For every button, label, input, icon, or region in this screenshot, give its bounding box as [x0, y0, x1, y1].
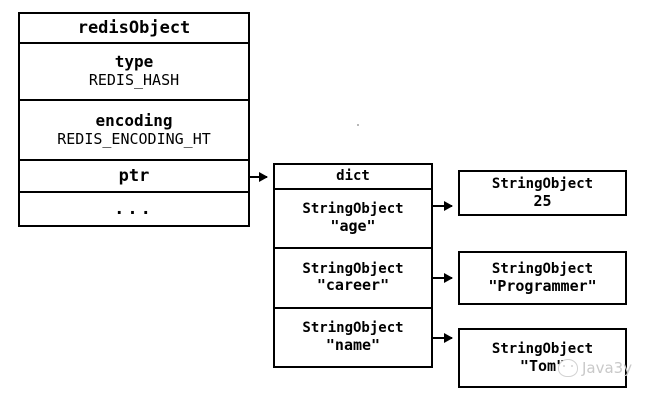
dict-title: dict	[273, 163, 433, 190]
redis-object-field-encoding: encoding REDIS_ENCODING_HT	[18, 101, 250, 161]
dict-entry-name: StringObject "name"	[273, 309, 433, 368]
arrow-name-to-value	[433, 333, 453, 343]
dict-entry-career-type: StringObject	[302, 260, 404, 277]
value-box-career: StringObject "Programmer"	[458, 251, 627, 305]
value-career-value: "Programmer"	[488, 277, 597, 296]
value-name-type: StringObject	[491, 340, 594, 357]
field-ellipsis-label: ...	[114, 198, 154, 219]
value-name-value: "Tom"	[519, 357, 566, 376]
dict-entry-age-type: StringObject	[302, 201, 404, 218]
dict-entry-name-type: StringObject	[302, 320, 404, 337]
dict-entry-age: StringObject "age"	[273, 190, 433, 249]
image-speck	[357, 124, 359, 126]
arrow-ptr-to-dict	[250, 172, 268, 182]
field-encoding-name: encoding	[95, 110, 173, 130]
dict-entry-career-key: "career"	[316, 276, 390, 295]
field-ptr-name: ptr	[118, 165, 150, 186]
field-encoding-value: REDIS_ENCODING_HT	[57, 129, 211, 148]
dict-title-label: dict	[336, 168, 370, 185]
arrow-age-to-value	[433, 201, 453, 211]
value-career-type: StringObject	[491, 260, 594, 277]
value-box-name: StringObject "Tom"	[458, 328, 627, 388]
field-type-value: REDIS_HASH	[88, 71, 180, 90]
redis-object-title-label: redisObject	[77, 17, 191, 38]
value-age-type: StringObject	[491, 175, 594, 192]
redis-object-field-type: type REDIS_HASH	[18, 44, 250, 101]
arrow-career-to-value	[433, 273, 453, 283]
redis-object-field-ellipsis: ...	[18, 193, 250, 227]
dict-entry-age-key: "age"	[330, 216, 376, 235]
dict-entry-name-key: "name"	[325, 335, 381, 354]
redis-object-field-ptr: ptr	[18, 161, 250, 193]
field-type-name: type	[114, 52, 154, 72]
dict-entry-career: StringObject "career"	[273, 249, 433, 309]
value-age-value: 25	[533, 192, 552, 211]
value-box-age: StringObject 25	[458, 170, 627, 216]
redis-object-title: redisObject	[18, 12, 250, 44]
